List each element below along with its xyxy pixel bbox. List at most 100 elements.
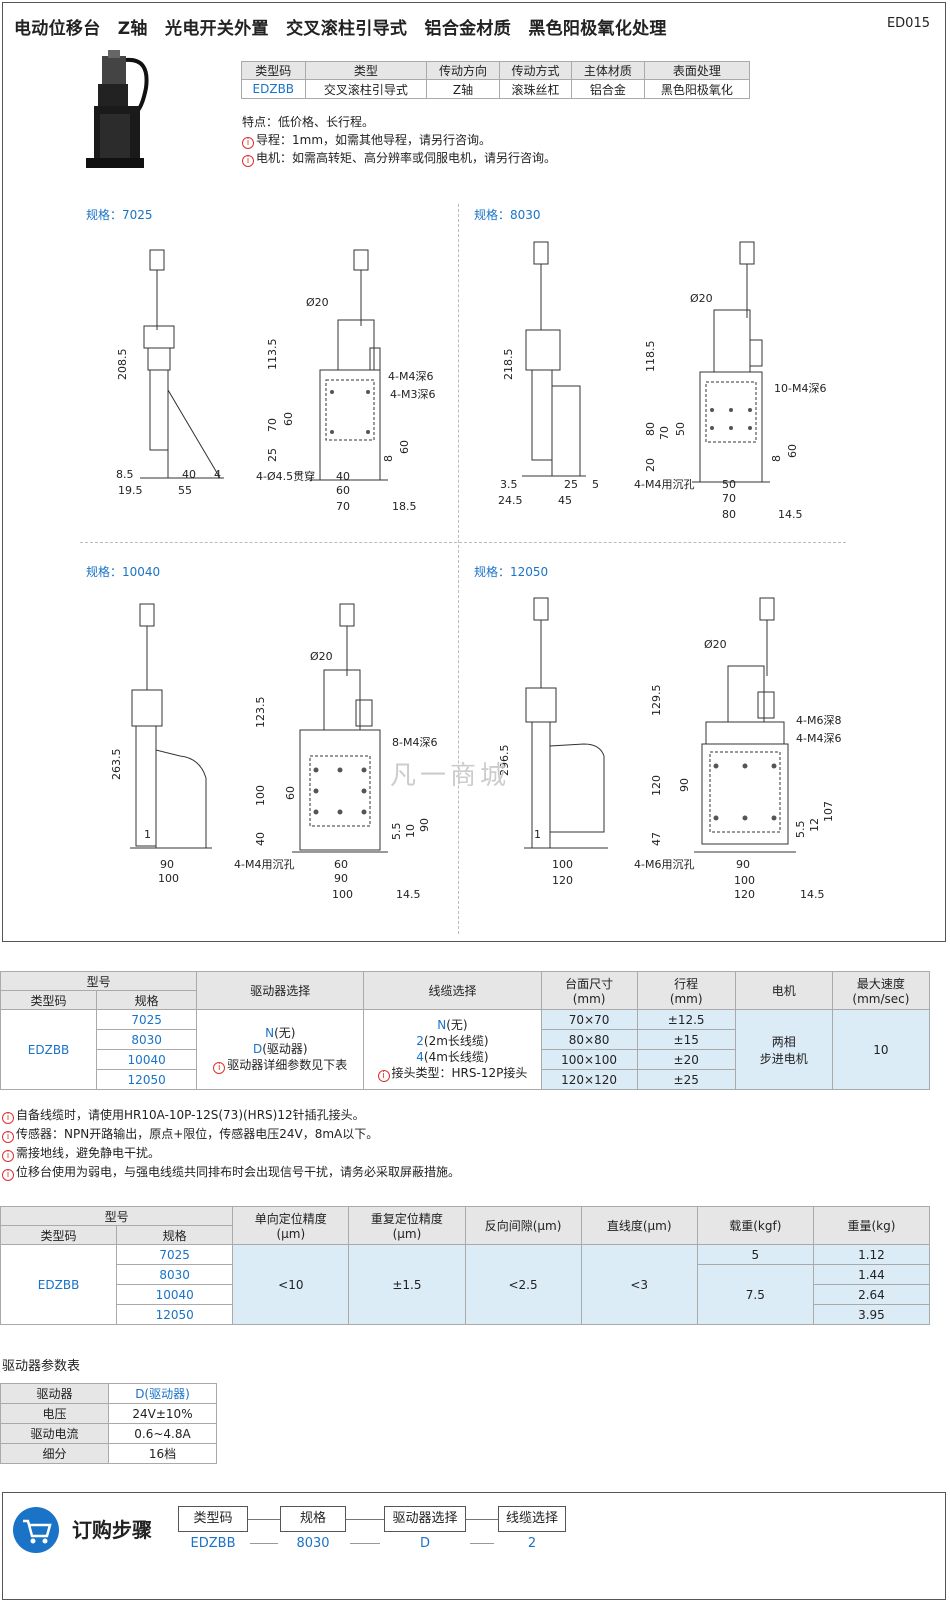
driver-text-n: (无)	[274, 1026, 296, 1040]
dim-b2: 25	[564, 478, 578, 491]
th-type-code: 类型码	[0, 1225, 118, 1245]
th-c1: 单向定位精度 (μm)	[232, 1206, 350, 1245]
th-model: 型号	[0, 971, 198, 991]
td-spec: 12050	[96, 1069, 198, 1090]
dim-t2: 4-M6深8	[796, 714, 841, 727]
dim-b3: 5	[592, 478, 599, 491]
dim-b2: 40	[182, 468, 196, 481]
dim-t8: 12	[808, 818, 821, 832]
model-table: 型号 驱动器选择 线缆选择 台面尺寸 (mm) 行程 (mm) 电机 最大速度 …	[0, 971, 931, 1090]
dim-b2: 100	[552, 858, 573, 871]
td-spec: 8030	[96, 1029, 198, 1050]
dim-t4: 120	[650, 775, 663, 796]
dim-t9: 4-Ø4.5贯穿	[256, 469, 315, 483]
dim-t1: 118.5	[644, 341, 657, 373]
cable-note-text: 接头类型：HRS-12P接头	[391, 1066, 528, 1080]
step-connector	[470, 1543, 494, 1544]
dim-t10: 4-M6用沉孔	[634, 858, 694, 871]
drawing-10040: 263.5 1 90 100 Ø20 123.5 8-M4深6 100 60 4…	[110, 603, 437, 901]
dim-t11: 70	[722, 492, 736, 505]
cable-text-n: (无)	[446, 1018, 468, 1032]
th-type-code: 类型码	[0, 990, 98, 1010]
feature-text-motor: 电机：如需高转矩、高分辨率或伺服电机，请另行咨询。	[256, 151, 557, 165]
td-spec: 12050	[116, 1304, 234, 1325]
th-c4: 直线度(μm)	[580, 1206, 698, 1245]
dim-t5: 60	[282, 412, 295, 426]
driver-code-n: N	[265, 1026, 275, 1040]
th-speed: 最大速度 (mm/sec)	[831, 971, 931, 1010]
dim-t5: 50	[674, 422, 687, 436]
td-direction: Z轴	[426, 79, 500, 99]
dim-t11: 60	[336, 484, 350, 497]
dim-b1: 1	[534, 828, 541, 841]
dim-t14: 14.5	[800, 888, 825, 901]
dim-height: 296.5	[498, 745, 511, 777]
td-load: 5	[696, 1244, 814, 1265]
drawing-12050: 296.5 1 100 120 Ø20 129.5 4-M6深8 4-M4深6 …	[498, 597, 841, 901]
spec-label-12050: 规格：12050	[474, 565, 549, 579]
precision-table: 型号 单向定位精度 (μm) 重复定位精度 (μm) 反向间隙(μm) 直线度(…	[0, 1206, 931, 1325]
dim-t2: 4-M4深6	[388, 370, 433, 383]
dim-height: 208.5	[116, 349, 129, 381]
th-stroke: 行程 (mm)	[636, 971, 736, 1010]
dim-t13: 120	[734, 888, 755, 901]
drawing-7025: 208.5 8.5 40 4 19.5 55 Ø20 113.5 4-M4深6 …	[116, 249, 435, 513]
step-value-cable: 2	[527, 1536, 537, 1551]
dim-t10: 60	[334, 858, 348, 871]
step-spec: 规格	[280, 1506, 346, 1532]
dim-t4: 70	[266, 418, 279, 432]
dim-t10: 40	[336, 470, 350, 483]
dim-b3: 100	[158, 872, 179, 885]
td-surface: 黑色阳极氧化	[643, 79, 751, 99]
dim-b1: 8.5	[116, 468, 134, 481]
dim-b5: 45	[558, 494, 572, 507]
th-c3: 反向间隙(μm)	[464, 1206, 582, 1245]
order-steps-panel	[2, 1492, 946, 1600]
th-size: 台面尺寸 (mm)	[540, 971, 638, 1010]
dim-b5: 55	[178, 484, 192, 497]
dim-t12: 100	[734, 874, 755, 887]
note-text: 自备线缆时，请使用HR10A-10P-12S(73)(HRS)12针插孔接头。	[16, 1108, 365, 1122]
dim-t13: 18.5	[392, 500, 417, 513]
td-type-code: EDZBB	[241, 79, 306, 99]
cable-option-2: 2(2m长线缆)	[366, 1033, 538, 1049]
td-size: 70×70	[540, 1009, 638, 1030]
th-material: 主体材质	[571, 61, 645, 80]
dim-t2: 8-M4深6	[392, 736, 437, 749]
td-material: 铝合金	[571, 79, 645, 99]
spec-label-7025: 规格：7025	[86, 208, 153, 222]
td-stroke: ±15	[636, 1029, 736, 1050]
td-weight: 2.64	[812, 1284, 931, 1305]
cable-text-4: (4m长线缆)	[423, 1050, 489, 1064]
td-weight: 1.44	[812, 1264, 931, 1285]
dim-t5: 90	[678, 778, 691, 792]
dim-b3: 4	[214, 468, 221, 481]
td-spec: 7025	[96, 1009, 198, 1030]
dim-b1: 1	[144, 828, 151, 841]
cable-code-n: N	[437, 1018, 447, 1032]
td-speed: 10	[831, 1009, 931, 1090]
td-stroke: ±20	[636, 1049, 736, 1070]
dp-key: 电压	[0, 1403, 109, 1424]
dim-phi: Ø20	[690, 292, 713, 305]
th-model: 型号	[0, 1206, 234, 1226]
dp-value: 24V±10%	[108, 1403, 217, 1424]
td-size: 80×80	[540, 1029, 638, 1050]
step-connector	[466, 1519, 498, 1520]
watermark: 凡一商城	[390, 761, 511, 791]
info-icon: i	[213, 1062, 226, 1074]
th-c6: 重量(kg)	[812, 1206, 931, 1245]
step-value-driver: D	[419, 1536, 430, 1551]
product-code: ED015	[886, 16, 930, 31]
info-icon: i	[377, 1070, 390, 1082]
dim-height: 218.5	[502, 349, 515, 381]
driver-text-d: (驱动器)	[262, 1042, 308, 1056]
dim-t7: 5.5	[794, 821, 807, 839]
dim-t6: 25	[266, 448, 279, 462]
drawing-8030: 218.5 3.5 25 5 24.5 45 Ø20 118.5 10-M4深6…	[498, 241, 826, 521]
driver-option-d: D(驱动器)	[199, 1041, 361, 1057]
